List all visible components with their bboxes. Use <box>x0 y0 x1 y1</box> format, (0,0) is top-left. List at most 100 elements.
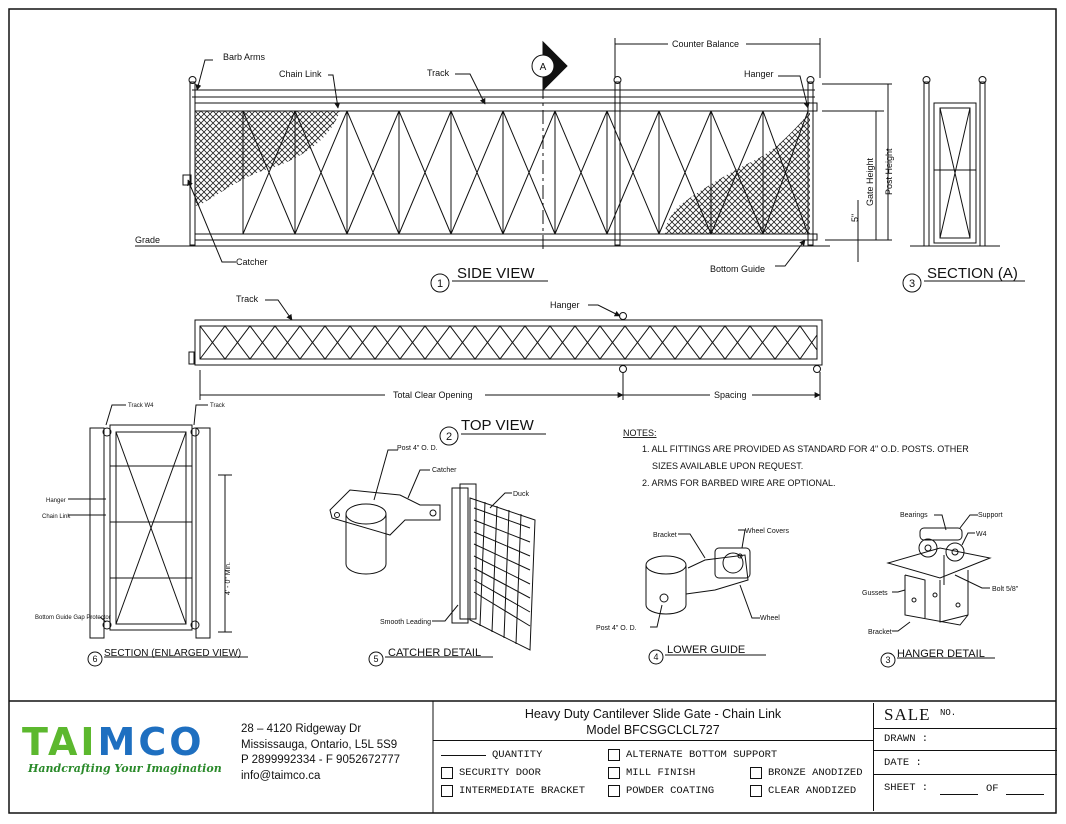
side-view-number: 1 <box>437 278 443 290</box>
option-powder-coating[interactable]: POWDER COATING <box>608 785 714 797</box>
sheet-row: SHEET : OF <box>874 774 1057 809</box>
hanger-label-support: Support <box>978 512 1003 519</box>
notes-heading: NOTES: <box>623 428 657 438</box>
section-enlarged-view <box>68 404 232 639</box>
sheet-info-panel: SALE NO. DRAWN : DATE : SHEET : OF <box>873 703 1057 811</box>
note-1a: 1. ALL FITTINGS ARE PROVIDED AS STANDARD… <box>642 444 969 454</box>
lower-label-wheel-covers: Wheel Covers <box>745 528 789 535</box>
enl-label-hanger: Hanger <box>46 498 66 504</box>
section-a-title: SECTION (A) <box>927 265 1018 282</box>
no-label: NO. <box>940 708 957 718</box>
label-track: Track <box>427 68 450 78</box>
hanger-label-bolt: Bolt 5/8" <box>992 586 1019 593</box>
bronze-label: BRONZE ANODIZED <box>768 767 863 779</box>
of-label: OF <box>986 783 999 795</box>
hanger-label-gussets: Gussets <box>862 590 888 597</box>
section-a-view <box>910 76 1000 247</box>
sheet-border <box>8 8 1057 814</box>
label-four-ft-min: 4' - 0" Min. <box>225 562 232 595</box>
sale-label: SALE <box>884 705 931 724</box>
mill-finish-checkbox[interactable] <box>608 767 620 779</box>
title-underlines <box>104 280 1025 659</box>
note-1b: SIZES AVAILABLE UPON REQUEST. <box>652 461 803 471</box>
side-view <box>135 38 892 267</box>
bronze-checkbox[interactable] <box>750 767 762 779</box>
section-a-number: 3 <box>909 278 915 290</box>
drawing-title: Heavy Duty Cantilever Slide Gate - Chain… <box>433 703 873 741</box>
sheet-label: SHEET : <box>884 782 929 794</box>
enl-label-track: Track <box>210 403 226 409</box>
label-track-w4: Track W4 <box>128 403 154 409</box>
drawn-label: DRAWN : <box>884 733 929 745</box>
hanger-label-bearings: Bearings <box>900 512 928 519</box>
hanger-label-bracket: Bracket <box>868 629 892 636</box>
intermediate-bracket-checkbox[interactable] <box>441 785 453 797</box>
catcher-detail <box>329 449 536 651</box>
logo-wordmark: TAIMCO <box>22 720 205 764</box>
email: info@taimco.ca <box>241 769 321 782</box>
phone-fax: P 2899992334 - F 9052672777 <box>241 754 401 766</box>
lower-guide-number: 4 <box>653 652 658 662</box>
top-view-number: 2 <box>446 431 452 443</box>
label-spacing: Spacing <box>714 390 747 400</box>
lower-guide-title: LOWER GUIDE <box>667 644 745 656</box>
mill-finish-label: MILL FINISH <box>626 767 696 779</box>
options-panel: QUANTITY SECURITY DOOR INTERMEDIATE BRAC… <box>433 741 873 811</box>
option-quantity: QUANTITY <box>441 749 542 761</box>
option-security-door[interactable]: SECURITY DOOR <box>441 767 541 779</box>
lower-label-wheel: Wheel <box>760 615 780 622</box>
top-view-title: TOP VIEW <box>461 417 535 434</box>
enlarged-title: SECTION (ENLARGED VIEW) <box>104 648 241 659</box>
clear-checkbox[interactable] <box>750 785 762 797</box>
title-line-2: Model BFCSGCLCL727 <box>586 723 720 737</box>
address-line-1: 28 – 4120 Ridgeway Dr <box>241 723 362 735</box>
date-label: DATE : <box>884 757 922 769</box>
option-mill-finish[interactable]: MILL FINISH <box>608 767 695 779</box>
option-clear-anodized[interactable]: CLEAR ANODIZED <box>750 785 856 797</box>
catcher-label-smooth-leading: Smooth Leading <box>380 619 431 626</box>
address-line-2: Mississauga, Ontario, L5L 5S9 <box>241 738 398 751</box>
catcher-label-post: Post 4" O. D. <box>397 445 438 452</box>
lower-label-bracket: Bracket <box>653 532 677 539</box>
label-hanger: Hanger <box>744 69 774 79</box>
label-barb-arms: Barb Arms <box>223 52 266 62</box>
catcher-title: CATCHER DETAIL <box>388 647 481 659</box>
label-five-inch: 5" <box>850 214 860 222</box>
powder-coating-label: POWDER COATING <box>626 785 715 797</box>
hanger-label-w4: W4 <box>976 531 987 538</box>
alt-bottom-checkbox[interactable] <box>608 749 620 761</box>
logo-tagline: Handcrafting Your Imagination <box>28 762 222 775</box>
title-line-1: Heavy Duty Cantilever Slide Gate - Chain… <box>524 707 782 721</box>
company-address: 28 – 4120 Ridgeway Dr Mississauga, Ontar… <box>241 722 400 784</box>
label-catcher: Catcher <box>236 257 268 267</box>
sale-row: SALE NO. <box>874 703 1057 729</box>
section-marker-label: A <box>540 62 547 73</box>
catcher-label-duck: Duck <box>513 491 529 498</box>
security-door-label: SECURITY DOOR <box>459 767 541 779</box>
top-view <box>188 299 823 400</box>
label-post-height: Post Height <box>884 148 894 195</box>
option-intermediate-bracket[interactable]: INTERMEDIATE BRACKET <box>441 785 585 797</box>
note-2: 2. ARMS FOR BARBED WIRE ARE OPTIONAL. <box>642 478 836 488</box>
enlarged-number: 6 <box>92 654 97 664</box>
powder-coating-checkbox[interactable] <box>608 785 620 797</box>
drawn-row: DRAWN : <box>874 728 1057 751</box>
title-block-lines <box>9 700 1056 813</box>
hanger-detail-number: 3 <box>885 655 890 665</box>
label-gate-height: Gate Height <box>865 157 875 206</box>
date-row: DATE : <box>874 750 1057 775</box>
label-bottom-guide-gap: Bottom Guide Gap Protector <box>35 615 111 621</box>
top-label-track: Track <box>236 294 259 304</box>
security-door-checkbox[interactable] <box>441 767 453 779</box>
label-total-clear-opening: Total Clear Opening <box>393 390 473 400</box>
catcher-label-catcher: Catcher <box>432 467 457 474</box>
enl-label-chain-link: Chain Link <box>42 514 71 520</box>
option-bronze-anodized[interactable]: BRONZE ANODIZED <box>750 767 863 779</box>
option-alt-bottom-support[interactable]: ALTERNATE BOTTOM SUPPORT <box>608 749 777 761</box>
label-counter-balance: Counter Balance <box>672 39 739 49</box>
lower-label-post: Post 4" O. D. <box>596 625 637 632</box>
hanger-detail <box>886 514 992 632</box>
lower-guide-detail <box>645 529 760 628</box>
label-grade: Grade <box>135 235 160 245</box>
side-view-title: SIDE VIEW <box>457 265 535 282</box>
